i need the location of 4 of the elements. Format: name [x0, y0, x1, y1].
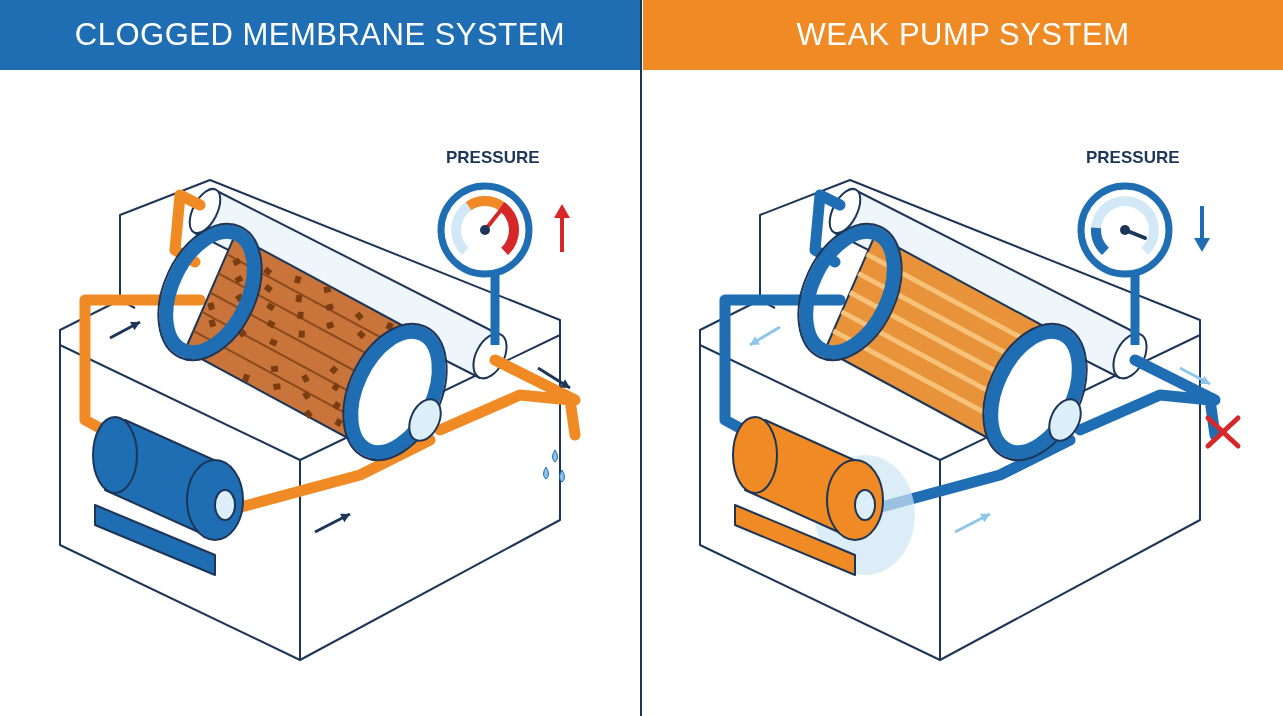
gauge-label: PRESSURE	[446, 148, 540, 168]
header-band: WEAK PUMP SYSTEM	[643, 0, 1283, 70]
gauge-label: PRESSURE	[1086, 148, 1180, 168]
header-band: CLOGGED MEMBRANE SYSTEM	[0, 0, 640, 70]
